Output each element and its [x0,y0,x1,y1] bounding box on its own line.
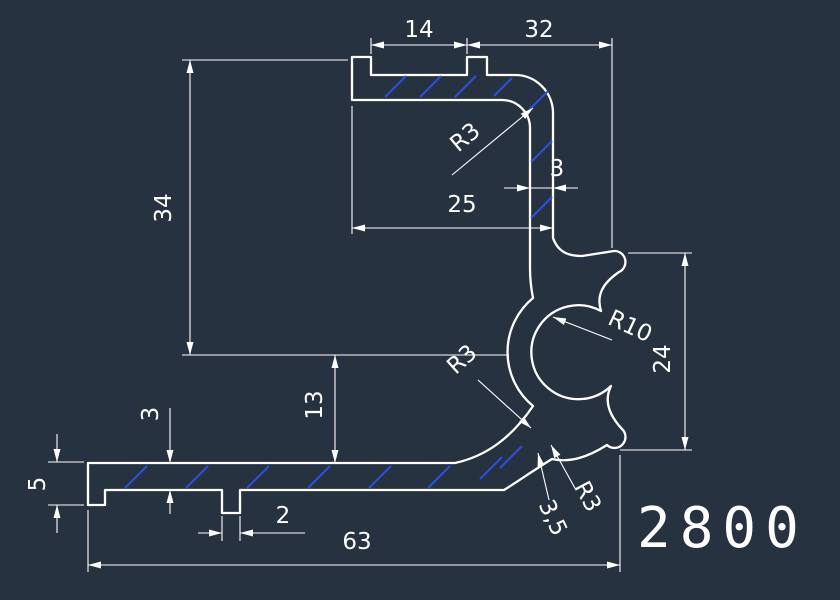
dimension-height-left: 34 [151,59,509,356]
hatch-mark [368,465,392,489]
hatch-mark [427,465,451,489]
hatch-mark [499,445,523,469]
radius-top-leader: R3 [445,107,534,176]
dimension-stem-thickness: 3 [504,156,578,192]
dim-label-channel-height: 24 [650,344,676,373]
dim-label-tab-width: 2 [276,503,291,529]
dim-label-stem-offset: 25 [447,192,476,218]
leader-line [552,316,613,341]
hatch-mark [479,456,503,480]
dimension-lip-height: 5 [25,434,84,533]
leader-line [451,107,534,176]
hatch-mark [419,75,442,98]
hatch-mark [185,465,209,489]
dimension-base-offset: 13 [302,355,339,463]
dim-label-wall-thickness: 3,5 [533,496,572,540]
dimension-base-thickness: 3 [138,407,174,514]
hatch-mark [528,90,549,111]
hatch-mark [246,465,270,489]
hatch-mark [493,77,513,97]
dim-label-radius-mid: R3 [442,340,482,380]
dim-label-height-left: 34 [151,193,177,222]
dim-label-base-thickness: 3 [138,407,164,422]
dim-label-radius-bottom: R3 [569,477,606,516]
profile-outline [86,55,627,515]
dimension-tab-width: 2 [198,503,305,541]
dim-label-top-right: 32 [524,17,553,43]
dimension-base-width: 63 [87,455,621,572]
dim-label-top-left: 14 [404,17,433,43]
leader-line [537,452,550,501]
hatch-mark [384,75,407,98]
dim-label-stem-thickness: 3 [550,156,565,182]
dim-label-base-offset: 13 [302,390,328,419]
hatch-mark [530,140,553,163]
hatch-mark [454,75,477,98]
radius-channel-leader: R10 [552,305,656,348]
dim-label-base-width: 63 [342,529,371,555]
dim-label-lip-height: 5 [25,477,51,492]
part-number: 2800 [637,496,808,561]
dimension-channel-height: 24 [620,252,692,451]
leader-line [477,379,532,429]
radius-mid-leader: R3 [442,340,532,429]
hatch-mark [124,465,148,489]
hatch-mark [307,465,331,489]
dim-label-radius-channel: R10 [604,305,656,348]
dimension-stem-offset: 25 [351,106,553,234]
leader-line [550,444,577,491]
hatch-mark [530,196,553,219]
dimension-top-widths: 14 32 [370,17,613,248]
section-hatch [124,75,553,489]
profile [86,55,627,515]
